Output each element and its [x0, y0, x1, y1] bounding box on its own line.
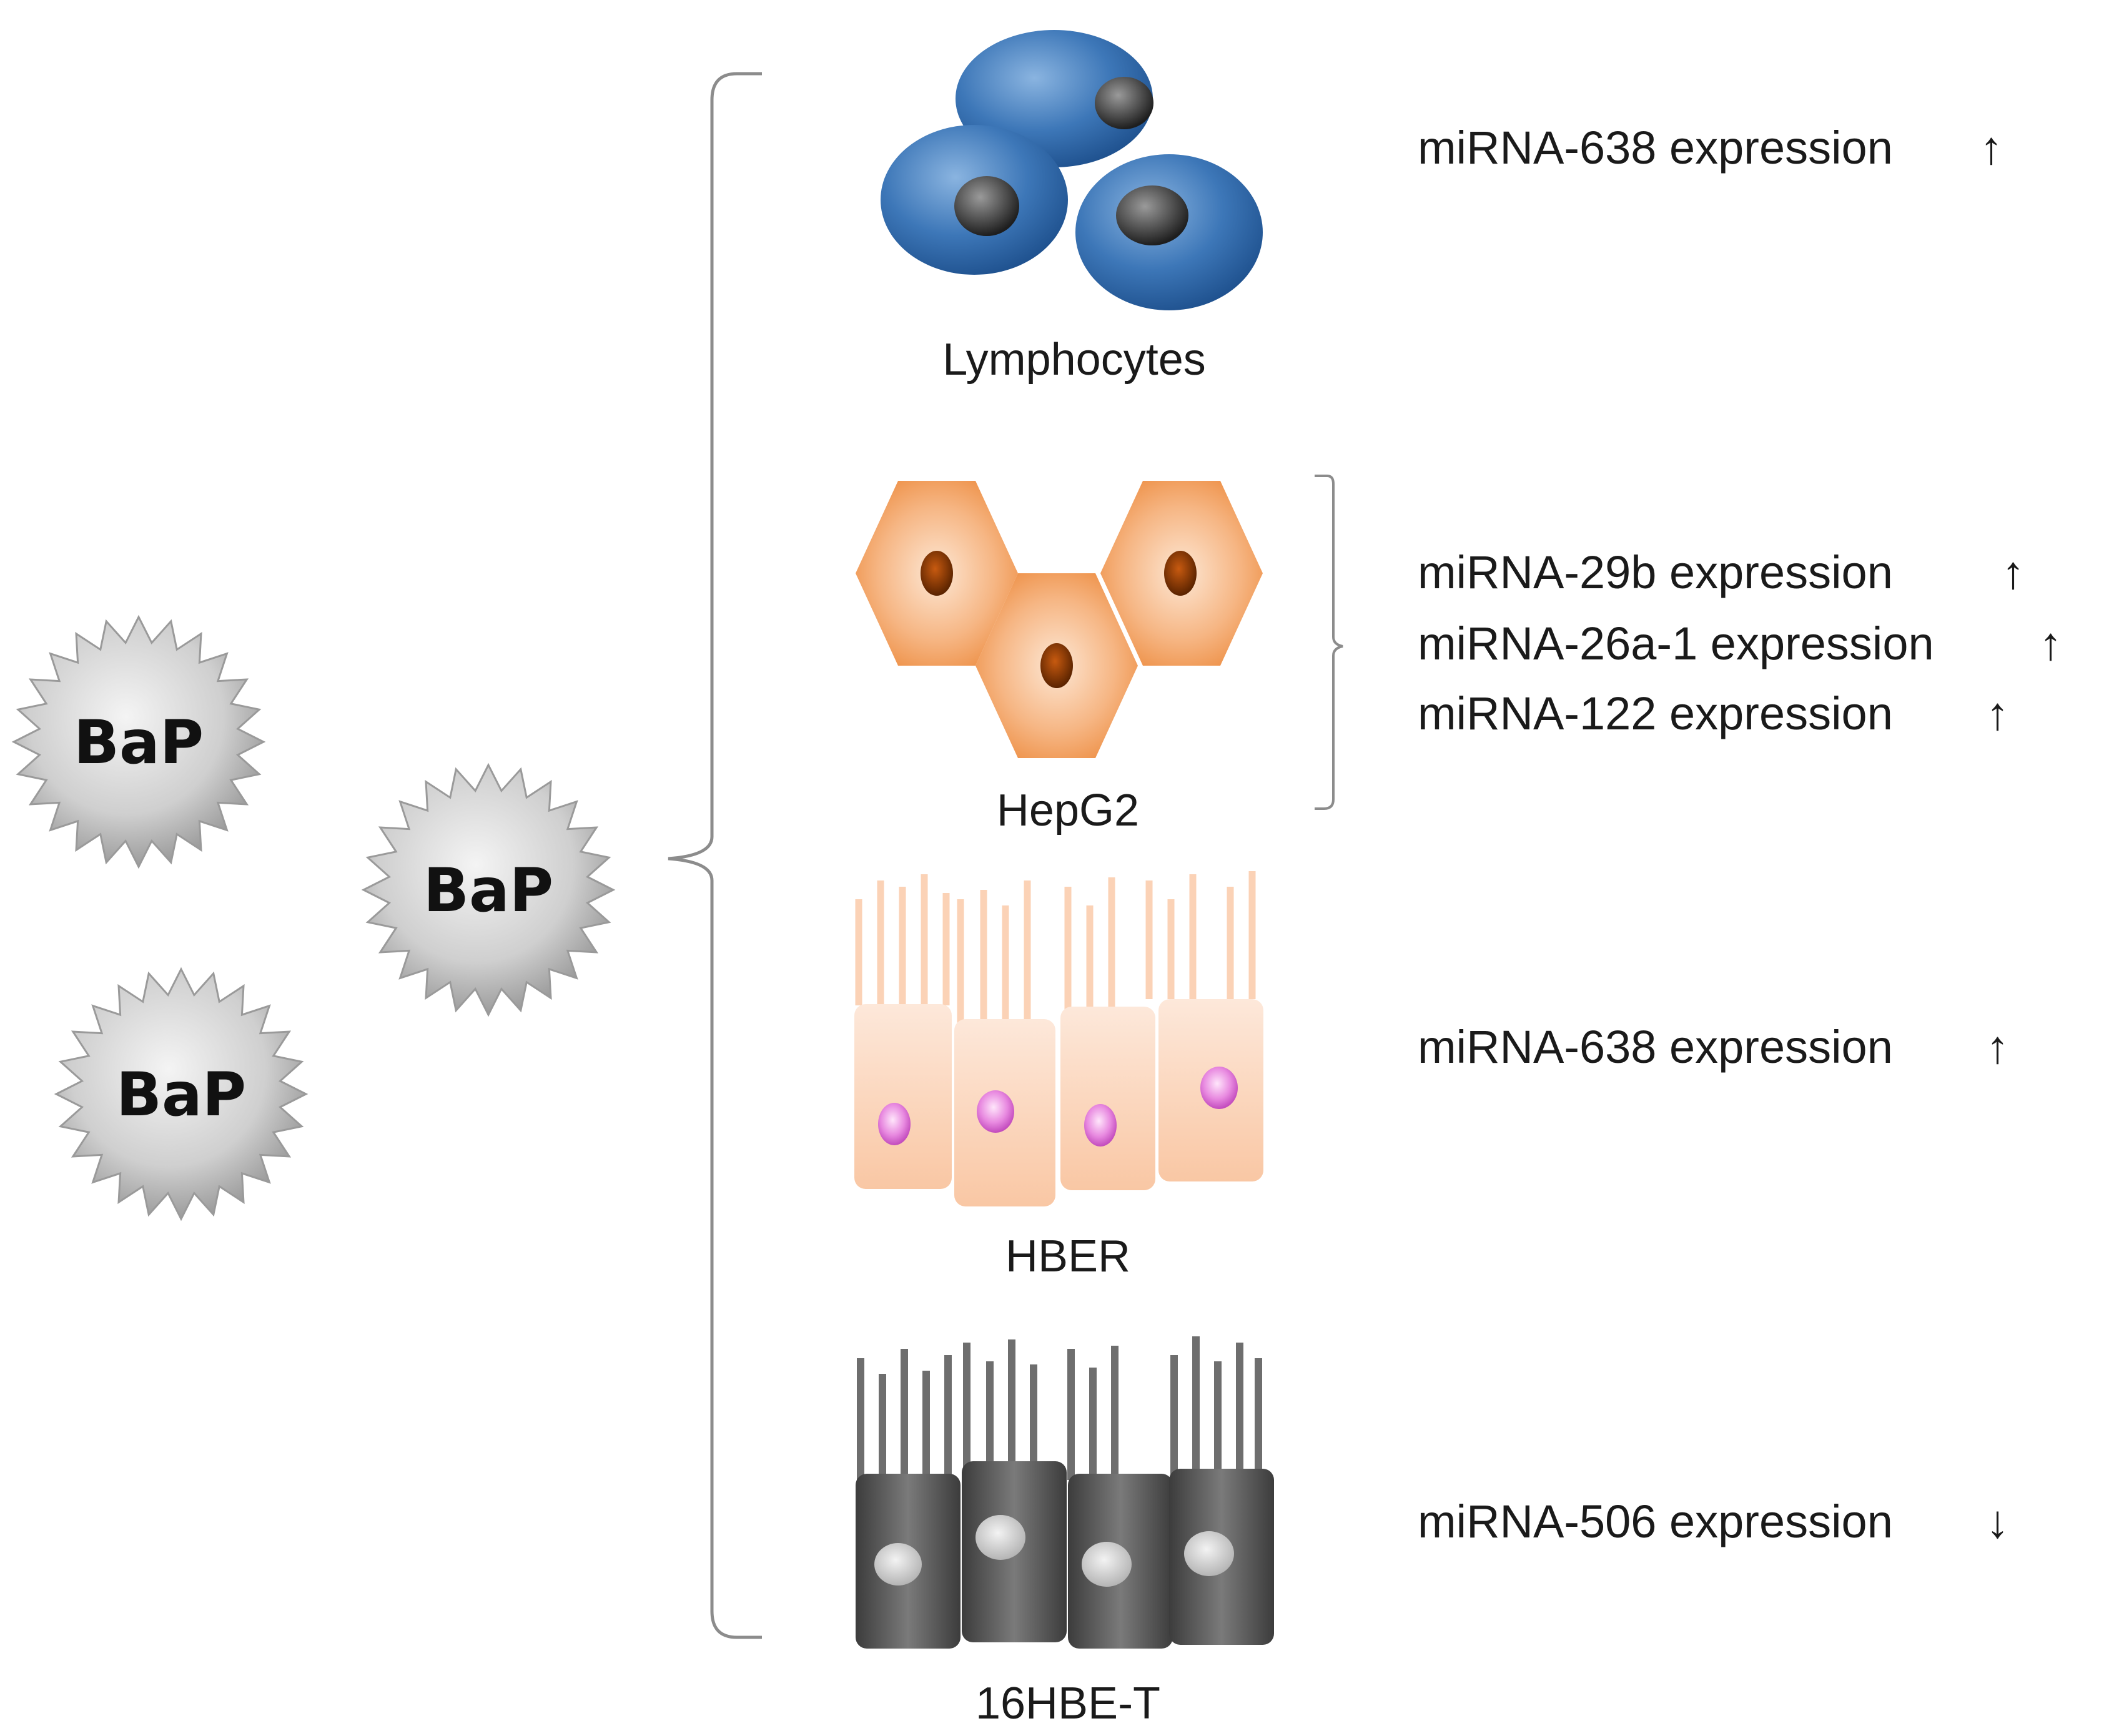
result-text: miRNA-506 expression: [1418, 1496, 1893, 1547]
up-arrow-icon: ↑: [1986, 1021, 2009, 1073]
result-text: miRNA-638 expression: [1418, 122, 1893, 174]
result-text: miRNA-29b expression: [1418, 546, 1893, 598]
bap-label: BaP: [423, 856, 553, 925]
cell-label-16hbe-t: 16HBE-T: [975, 1679, 1160, 1729]
up-arrow-icon: ↑: [2039, 618, 2062, 669]
starburst-icon: [11, 614, 266, 869]
result-text: miRNA-122 expression: [1418, 688, 1893, 739]
bap-molecule-1: BaP: [11, 614, 266, 869]
hepg2-bracket: [1315, 475, 1343, 810]
bap-label: BaP: [74, 708, 204, 777]
starburst-icon: [361, 762, 616, 1017]
up-arrow-icon: ↑: [1986, 688, 2009, 739]
bap-molecule-2: BaP: [361, 762, 616, 1017]
main-bracket: [668, 72, 762, 1639]
bap-molecule-3: BaP: [54, 967, 309, 1221]
cell-label-lymphocytes: Lymphocytes: [942, 335, 1206, 385]
hepg2-hexagon-cells-icon: [856, 481, 1263, 758]
hber-ciliated-cells-icon: [854, 871, 1263, 1206]
result-text: miRNA-638 expression: [1418, 1021, 1893, 1073]
result-text: miRNA-26a-1 expression: [1418, 618, 1934, 669]
cell-label-hber: HBER: [1005, 1231, 1130, 1281]
16hbe-t-ciliated-cells-icon: [856, 1336, 1274, 1649]
starburst-icon: [54, 967, 309, 1221]
down-arrow-icon: ↓: [1986, 1496, 2009, 1547]
lymphocyte-cells-icon: [881, 30, 1263, 310]
cell-label-hepg2: HepG2: [997, 786, 1139, 836]
up-arrow-icon: ↑: [2002, 546, 2025, 598]
up-arrow-icon: ↑: [1980, 122, 2003, 174]
bap-label: BaP: [116, 1060, 246, 1130]
